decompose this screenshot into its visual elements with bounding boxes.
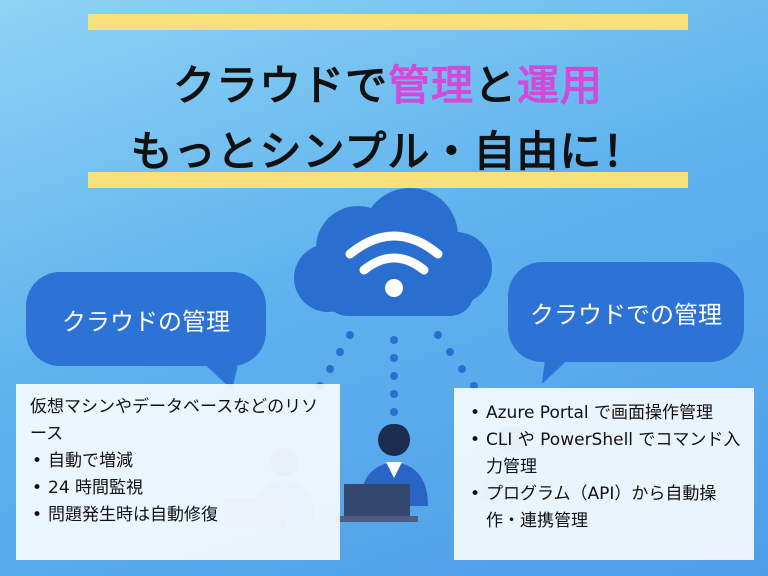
title-stripe-top [88, 14, 688, 30]
bubble-management-on-cloud: クラウドでの管理 [508, 262, 744, 362]
list-item: 問題発生時は自動修復 [30, 502, 328, 529]
person-icon [336, 424, 428, 522]
bubble-left-tail [196, 356, 240, 390]
list-item: 自動で増減 [30, 448, 328, 475]
list-item: 24 時間監視 [30, 475, 328, 502]
bubble-right-label: クラウドでの管理 [530, 300, 722, 329]
title-highlight-kanri: 管理 [387, 61, 474, 110]
panel-left-intro: 仮想マシンやデータベースなどのリソース [30, 397, 319, 444]
panel-management-methods: Azure Portal で画面操作管理 CLI や PowerShell でコ… [454, 388, 754, 560]
title-text-mid: と [474, 61, 518, 110]
laptop-icon [336, 484, 418, 522]
wifi-icon [345, 231, 443, 275]
bubble-cloud-management: クラウドの管理 [26, 272, 266, 366]
title-line-1: クラウドで管理と運用 [88, 52, 688, 113]
bubble-left-label: クラウドの管理 [62, 307, 230, 336]
bubble-right-tail [542, 350, 578, 384]
cloud-icon [294, 188, 492, 316]
panel-cloud-management: 仮想マシンやデータベースなどのリソース 自動で増減 24 時間監視 問題発生時は… [16, 384, 340, 560]
title-stripe-bottom [88, 172, 688, 188]
panel-left-list: 自動で増減 24 時間監視 問題発生時は自動修復 [30, 448, 328, 529]
title-banner: クラウドで管理と運用 もっとシンプル・自由に！ [88, 14, 688, 188]
list-item: CLI や PowerShell でコマンド入力管理 [468, 427, 744, 481]
title-highlight-unyou: 運用 [517, 61, 604, 110]
title-text-pre: クラウドで [172, 61, 388, 110]
list-item: Azure Portal で画面操作管理 [468, 400, 744, 427]
panel-right-list: Azure Portal で画面操作管理 CLI や PowerShell でコ… [468, 400, 744, 535]
title-line-2: もっとシンプル・自由に！ [130, 127, 646, 176]
list-item: プログラム（API）から自動操作・連携管理 [468, 481, 744, 535]
